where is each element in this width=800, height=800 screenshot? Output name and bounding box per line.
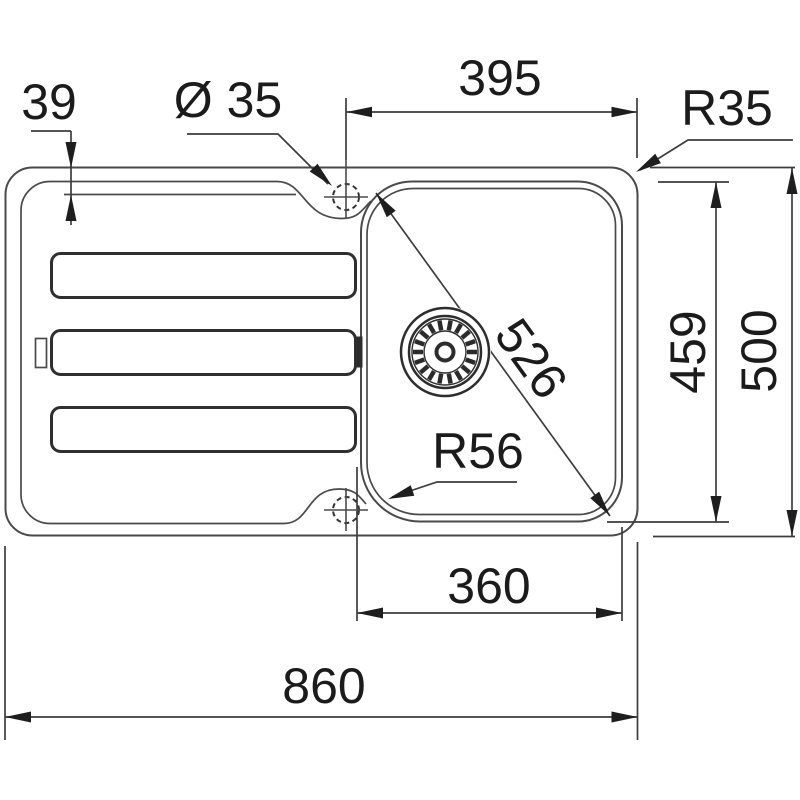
dim-label-tap-hole-diameter: Ø 35 bbox=[174, 72, 282, 128]
dim-label-diagonal: 526 bbox=[484, 308, 578, 408]
strainer-tooth bbox=[454, 323, 463, 335]
overflow-mark bbox=[355, 336, 363, 368]
dim-label-overall-depth: 500 bbox=[731, 309, 787, 392]
dim-line-39 bbox=[31, 130, 72, 225]
arrowhead bbox=[710, 496, 722, 522]
dim-label-top-width: 395 bbox=[458, 50, 541, 106]
arrowhead bbox=[590, 491, 610, 516]
strainer-tooth bbox=[419, 364, 430, 375]
dim-label-overall-length: 860 bbox=[282, 658, 365, 714]
dim-line-395 bbox=[345, 98, 638, 160]
leader-tap-hole bbox=[187, 133, 329, 185]
tap-hole-bottom-crosshair bbox=[324, 488, 368, 531]
arrowhead bbox=[388, 485, 415, 499]
arrowhead bbox=[65, 142, 77, 168]
arrowhead bbox=[636, 153, 661, 172]
dim-label-outer-corner-radius: R35 bbox=[681, 80, 773, 136]
arrowhead bbox=[309, 163, 332, 186]
arrowhead bbox=[611, 711, 638, 723]
arrowhead bbox=[710, 182, 722, 208]
dim-line-500 bbox=[650, 166, 795, 538]
arrowhead bbox=[786, 510, 798, 536]
strainer-center-hole bbox=[434, 341, 456, 363]
strainer-ring bbox=[423, 330, 467, 374]
dim-line-860 bbox=[4, 542, 639, 740]
dim-line-526 bbox=[375, 192, 611, 517]
strainer-mask bbox=[399, 306, 491, 398]
rim-mark bbox=[34, 337, 48, 369]
dim-line-459 bbox=[607, 181, 729, 523]
arrowhead bbox=[65, 195, 77, 221]
strainer-teeth bbox=[413, 320, 477, 384]
bowl-inner-edge bbox=[366, 187, 617, 516]
strainer-tooth bbox=[437, 373, 444, 384]
strainer-tooth bbox=[464, 357, 476, 366]
strainer-tooth bbox=[460, 364, 471, 375]
drainer-groove bbox=[50, 406, 357, 453]
strainer-tooth bbox=[414, 338, 426, 347]
strainer-ring bbox=[411, 318, 479, 386]
strainer-tooth bbox=[427, 323, 436, 335]
strainer-tooth bbox=[437, 320, 444, 331]
arrowhead bbox=[786, 168, 798, 194]
arrowhead bbox=[611, 106, 637, 118]
strainer-tooth bbox=[464, 338, 476, 347]
bowl-outer-edge bbox=[360, 180, 623, 523]
tap-hole-top-crosshair bbox=[324, 160, 368, 218]
arrowhead bbox=[346, 106, 372, 118]
dim-label-bowl-bottom-width: 360 bbox=[447, 558, 530, 614]
drain-strainer bbox=[399, 306, 491, 398]
sink-outer-outline bbox=[4, 166, 639, 537]
arrowhead bbox=[357, 607, 383, 619]
strainer-ring bbox=[407, 314, 483, 390]
arrowhead bbox=[596, 607, 622, 619]
strainer-tooth bbox=[460, 329, 471, 340]
dim-label-bowl-depth: 459 bbox=[660, 310, 716, 393]
dimension-lines bbox=[4, 98, 798, 740]
drainer-groove bbox=[50, 252, 357, 299]
strainer-tooth bbox=[419, 329, 430, 340]
strainer-tooth bbox=[446, 320, 453, 331]
sink-body bbox=[4, 166, 639, 537]
sink-inner-rim bbox=[20, 180, 372, 525]
dim-line-360 bbox=[356, 467, 623, 621]
arrowhead bbox=[376, 193, 396, 218]
strainer-outer-ring bbox=[399, 306, 491, 398]
tap-holes bbox=[324, 160, 368, 531]
dim-label-rim-width: 39 bbox=[21, 74, 77, 130]
strainer-tooth bbox=[427, 369, 436, 381]
leader-corner-radius bbox=[639, 139, 793, 171]
strainer-tooth bbox=[446, 373, 453, 384]
arrowhead bbox=[5, 711, 31, 723]
dim-label-bowl-corner-radius: R56 bbox=[432, 423, 524, 479]
drainer-groove bbox=[50, 329, 357, 376]
strainer-tooth bbox=[454, 369, 463, 381]
strainer-tooth bbox=[414, 357, 426, 366]
